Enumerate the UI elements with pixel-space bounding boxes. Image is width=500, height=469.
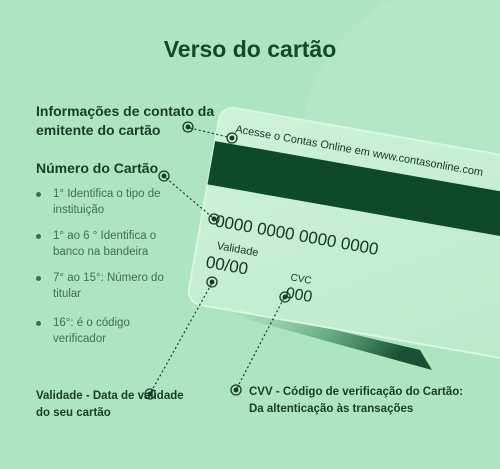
magnetic-stripe: [207, 141, 500, 244]
bullet-dot: [36, 321, 41, 326]
marker-number-start: [158, 170, 170, 182]
marker-contact-end: [226, 132, 238, 144]
marker-number-end: [208, 213, 220, 225]
bullet-text: 16°: é o código verificador: [53, 317, 130, 345]
leader-line-cvv: [236, 297, 285, 389]
bullet-text: 1° ao 6 ° Identifica o banco na bandeira: [53, 230, 157, 258]
marker-validity-end: [206, 276, 218, 288]
bullet-item: 1° Identifica o tipo de instituição: [36, 186, 186, 218]
bullet-dot: [36, 276, 41, 281]
validity-label: Validade - Data de validade do seu cartã…: [36, 390, 184, 419]
marker-cvv-end: [279, 291, 291, 303]
contact-label: Informações de contato da emitente do ca…: [36, 103, 215, 138]
leader-line-number: [165, 177, 214, 219]
bullet-text: 7° ao 15°: Número do titular: [53, 272, 164, 300]
cvv-label-line1: CVV - Código de verificação do Cartão:: [249, 386, 464, 398]
bullet-item: 16°: é o código verificador: [36, 315, 186, 347]
marker-contact-start: [182, 121, 194, 133]
bullet-dot: [36, 192, 41, 197]
card-number-label: Número do Cartão: [36, 160, 159, 176]
bullet-item: 1° ao 6 ° Identifica o banco na bandeira: [36, 228, 186, 260]
cvv-label-line2: Da altenticação às transações: [249, 403, 414, 415]
bullet-text: 1° Identifica o tipo de instituição: [53, 188, 161, 216]
bullet-dot: [36, 234, 41, 239]
marker-validity-start: [144, 388, 156, 400]
cvv-label: CVV - Código de verificação do Cartão: D…: [249, 384, 489, 418]
page-title: Verso do cartão: [163, 36, 337, 62]
leader-line-validity: [150, 282, 213, 393]
bullet-item: 7° ao 15°: Número do titular: [36, 270, 186, 302]
card-cvc-value: 000: [284, 285, 313, 306]
card-cvc-caption: CVC: [290, 272, 313, 287]
marker-cvv-start: [230, 384, 242, 396]
